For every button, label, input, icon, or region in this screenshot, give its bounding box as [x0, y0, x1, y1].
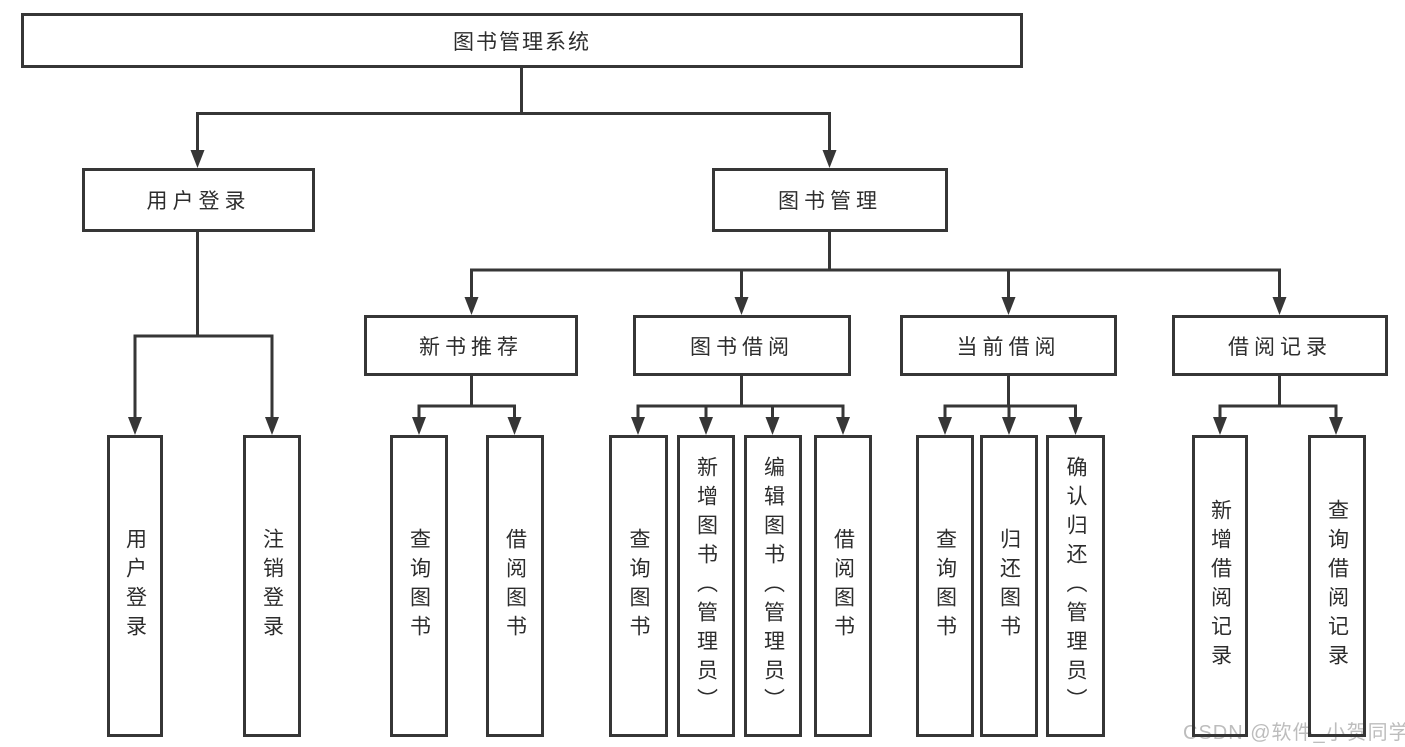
leaf-borrow-books-recommend: 借阅图书: [486, 435, 544, 737]
leaf-user-login: 用户登录: [107, 435, 163, 737]
node-label: 图书管理系统: [453, 30, 591, 54]
leaf-query-books-current: 查询图书: [916, 435, 974, 737]
node-label: 查询图书: [407, 528, 431, 644]
node-label: 编辑图书（管理员）: [761, 455, 785, 717]
node-label: 新增图书（管理员）: [694, 455, 718, 717]
node-label: 借阅记录: [1228, 335, 1332, 359]
arrow-down-icon: [464, 297, 479, 315]
node-label: 新增借阅记录: [1208, 499, 1232, 673]
node-borrowing-records: 借阅记录: [1172, 315, 1388, 376]
leaf-add-books-admin: 新增图书（管理员）: [677, 435, 735, 737]
leaf-query-books-recommend: 查询图书: [390, 435, 448, 737]
leaf-query-borrow-record: 查询借阅记录: [1308, 435, 1366, 737]
arrow-down-icon: [836, 417, 850, 435]
node-library-system: 图书管理系统: [21, 13, 1023, 68]
arrowheads: [128, 150, 1343, 435]
arrow-down-icon: [507, 417, 522, 435]
watermark: CSDN @软件_小贺同学: [1183, 722, 1405, 744]
node-label: 注销登录: [260, 528, 284, 644]
node-label: 当前借阅: [956, 335, 1061, 359]
connector-records-to-leaves: [1218, 375, 1338, 420]
arrow-down-icon: [128, 417, 142, 435]
arrow-down-icon: [1001, 297, 1016, 315]
node-user-login: 用户登录: [82, 168, 315, 232]
node-new-book-recommend: 新书推荐: [364, 315, 578, 376]
arrow-down-icon: [1068, 417, 1083, 435]
node-label: 归还图书: [997, 528, 1021, 644]
node-label: 新书推荐: [419, 335, 523, 359]
leaf-return-books: 归还图书: [980, 435, 1038, 737]
arrow-down-icon: [1272, 297, 1287, 315]
arrow-down-icon: [822, 150, 837, 168]
leaf-add-borrow-record: 新增借阅记录: [1192, 435, 1248, 737]
node-label: 查询图书: [933, 528, 957, 644]
node-label: 查询图书: [627, 528, 650, 644]
node-label: 用户登录: [146, 190, 251, 213]
arrow-down-icon: [1002, 417, 1016, 435]
node-label: 用户登录: [123, 528, 147, 644]
arrow-down-icon: [412, 417, 426, 435]
arrow-down-icon: [190, 150, 205, 168]
connector-current-to-leaves: [943, 375, 1077, 420]
leaf-confirm-return-admin: 确认归还（管理员）: [1046, 435, 1105, 737]
node-label: 图书借阅: [690, 335, 794, 359]
leaf-edit-books-admin: 编辑图书（管理员）: [744, 435, 802, 737]
arrow-down-icon: [765, 417, 780, 435]
node-label: 借阅图书: [831, 528, 855, 644]
node-label: 借阅图书: [503, 528, 527, 644]
arrow-down-icon: [1213, 417, 1227, 435]
node-current-borrowing: 当前借阅: [900, 315, 1117, 376]
connector-root-to-level2: [196, 68, 831, 152]
node-label: 查询借阅记录: [1325, 499, 1349, 673]
connector-userlogin-to-leaves: [133, 232, 274, 420]
arrow-down-icon: [265, 417, 279, 435]
node-book-management: 图书管理: [712, 168, 948, 232]
leaf-borrow-books: 借阅图书: [814, 435, 872, 737]
leaf-query-books-borrow: 查询图书: [609, 435, 668, 737]
arrow-down-icon: [699, 417, 713, 435]
connector-bookmgmt-to-level3: [470, 232, 1281, 300]
arrow-down-icon: [631, 417, 645, 435]
leaf-logout: 注销登录: [243, 435, 301, 737]
node-label: 确认归还（管理员）: [1064, 455, 1087, 717]
node-label: 图书管理: [778, 190, 882, 213]
arrow-down-icon: [1329, 417, 1343, 435]
arrow-down-icon: [938, 417, 952, 435]
connector-recommend-to-leaves: [417, 375, 516, 420]
connector-borrow-to-leaves: [636, 375, 845, 420]
node-book-borrowing: 图书借阅: [633, 315, 851, 376]
arrow-down-icon: [734, 297, 749, 315]
